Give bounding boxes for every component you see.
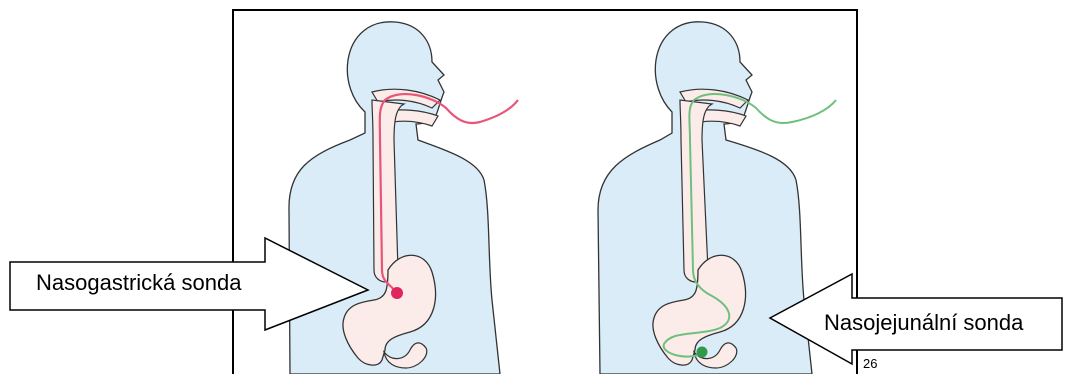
nasogastric-tube-tip <box>391 287 403 299</box>
page-number: 26 <box>863 356 877 371</box>
nasojejunal-label: Nasojejunální sonda <box>824 310 1023 336</box>
nasojejunal-tube-tip <box>697 347 708 358</box>
nasogastric-label: Nasogastrická sonda <box>36 270 241 296</box>
